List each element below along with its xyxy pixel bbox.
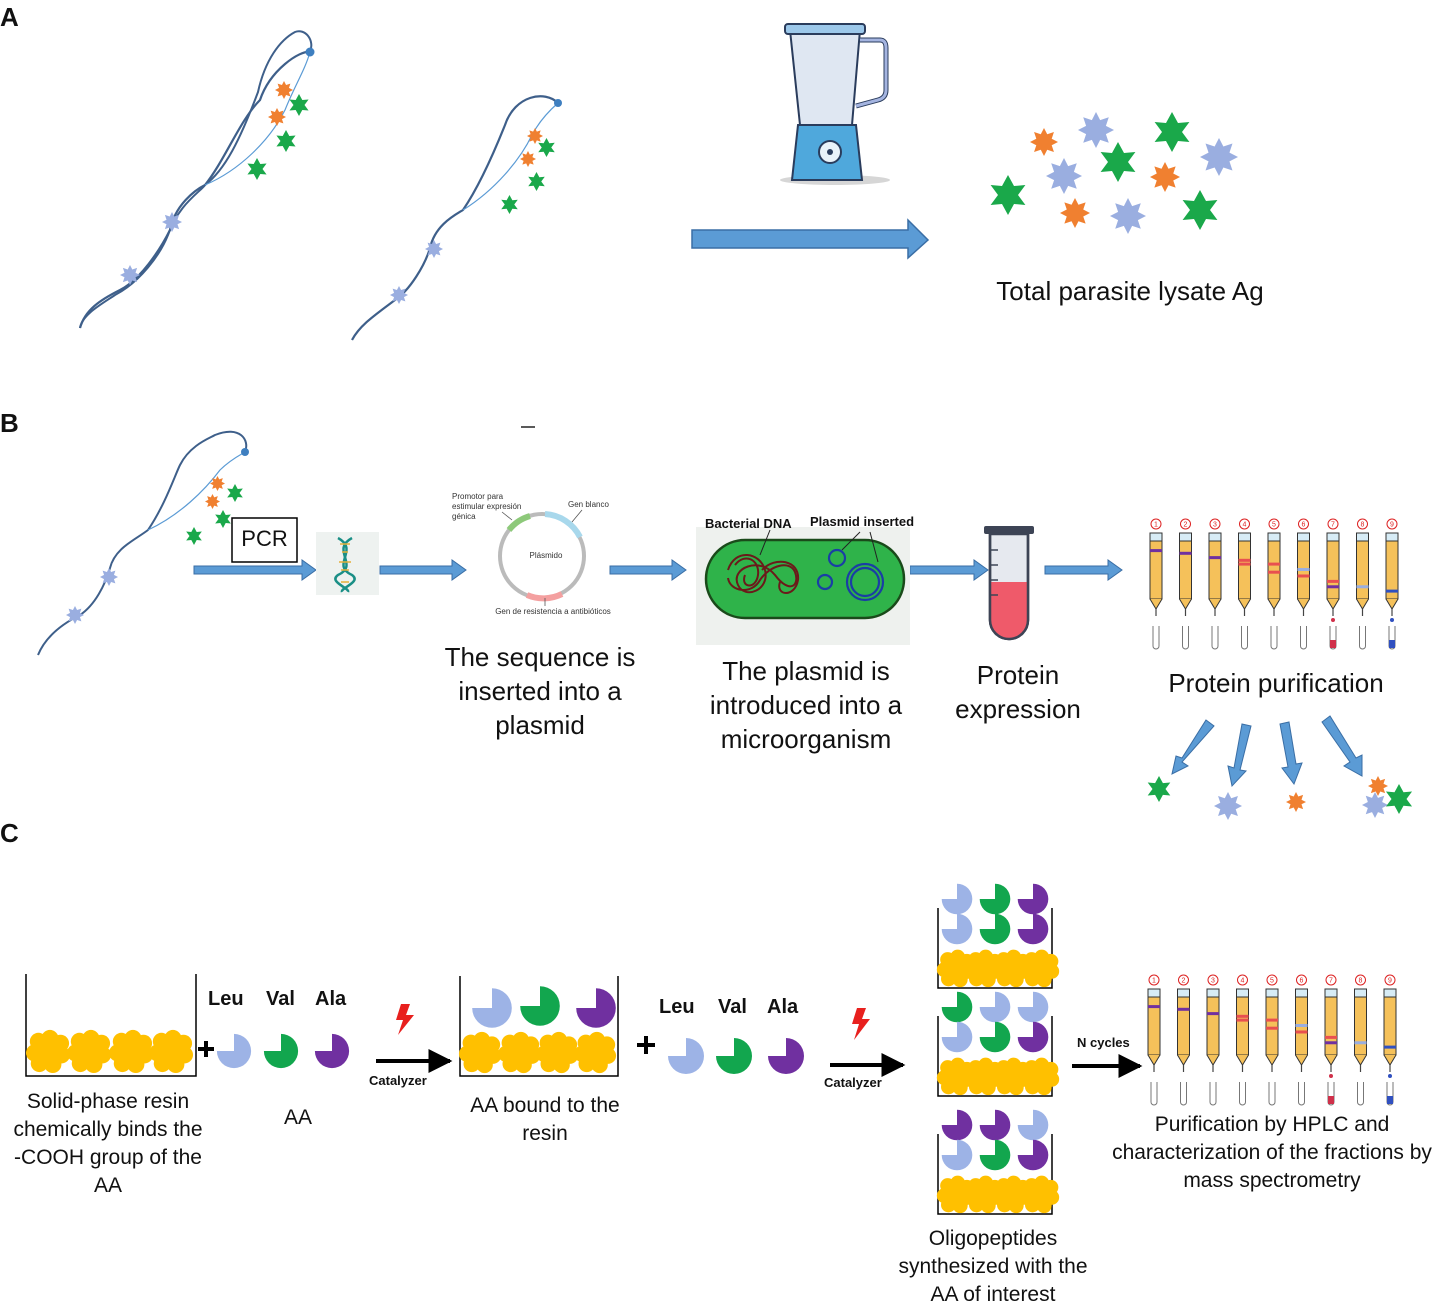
lysate-caption: Total parasite lysate Ag <box>996 276 1264 306</box>
blender-icon <box>780 23 890 185</box>
column: 4 <box>1238 518 1251 650</box>
column: 1 <box>1149 518 1163 650</box>
step-plasmid-introduced: The plasmid is introduced into a microor… <box>709 656 903 754</box>
column: 8 <box>1354 974 1367 1106</box>
tube-number: 2 <box>1184 522 1188 529</box>
aa-label-ala: Ala <box>315 988 347 1010</box>
parasite-icon <box>351 95 559 341</box>
chromatography-columns-icon: 1 2 3 4 5 6 7 8 9 <box>1149 518 1399 650</box>
panel-letter-a: A <box>0 2 19 32</box>
plus-sign <box>198 1041 214 1057</box>
resin-container <box>936 883 1060 989</box>
purified-antigens <box>1147 776 1413 820</box>
tube-number: 1 <box>1154 522 1158 529</box>
column: 4 <box>1236 974 1249 1106</box>
arrow-right <box>691 218 930 260</box>
amino-acid-shapes <box>668 1038 804 1074</box>
plasmid-inserted-label: Plasmid inserted <box>810 514 915 529</box>
lysate-antigens <box>990 112 1238 234</box>
tube-number: 8 <box>1359 978 1363 985</box>
amino-acid-shapes <box>216 1033 350 1069</box>
pcr-box <box>231 517 298 563</box>
step-protein-expression: Protein expression <box>955 660 1081 724</box>
tube-number: 1 <box>1152 978 1156 985</box>
lightning-icon <box>852 1008 870 1040</box>
panel-letter-c: C <box>0 818 19 848</box>
column: 6 <box>1295 974 1308 1106</box>
tube-number: 6 <box>1302 522 1306 529</box>
lightning-icon <box>396 1004 414 1035</box>
pcr-label: PCR <box>241 526 288 551</box>
tube-number: 4 <box>1243 522 1247 529</box>
resin-container <box>25 974 197 1077</box>
caption-oligopeptides: Oligopeptides synthesized with the AA of… <box>898 1227 1088 1306</box>
column: 5 <box>1265 974 1279 1106</box>
column: 6 <box>1297 518 1310 650</box>
dna-helix-icon <box>316 532 379 595</box>
antigen-stars-a <box>120 81 555 304</box>
aa-label-val: Val <box>266 988 295 1010</box>
plasmid-name-label: Plásmido <box>529 551 563 560</box>
tube-number: 5 <box>1270 978 1274 985</box>
column: 7 <box>1324 974 1338 1106</box>
plasmid-promoter-label: Promotor para estimular expresión génica <box>452 492 522 521</box>
arrow-down <box>1171 715 1363 788</box>
tube-number: 3 <box>1211 978 1215 985</box>
column: 7 <box>1326 518 1340 650</box>
caption-resin: Solid-phase resin chemically binds the -… <box>13 1090 203 1197</box>
panel-letter-b: B <box>0 408 19 438</box>
bacterial-dna-label: Bacterial DNA <box>705 516 792 531</box>
step-sequence-inserted: The sequence is inserted into a plasmid <box>444 642 636 740</box>
resin-container <box>936 1109 1060 1215</box>
column: 2 <box>1177 974 1190 1106</box>
column: 1 <box>1147 974 1161 1106</box>
column: 2 <box>1179 518 1192 650</box>
aa-label-ala: Ala <box>767 996 799 1018</box>
tube-number: 9 <box>1390 522 1394 529</box>
aa-label-leu: Leu <box>208 988 244 1010</box>
tube-number: 4 <box>1241 978 1245 985</box>
plus-sign <box>637 1036 655 1054</box>
tube-number: 2 <box>1182 978 1186 985</box>
aa-label-leu: Leu <box>659 996 695 1018</box>
tube-number: 8 <box>1361 522 1365 529</box>
catalyzer-label: Catalyzer <box>369 1073 427 1088</box>
step-protein-purification: Protein purification <box>1168 668 1384 698</box>
column: 9 <box>1383 974 1397 1106</box>
parasite-icon <box>37 430 248 656</box>
test-tube-icon <box>984 526 1034 641</box>
bacterium-icon <box>696 527 910 645</box>
tube-number: 7 <box>1331 522 1335 529</box>
column: 5 <box>1267 518 1281 650</box>
oligopeptide-containers <box>936 883 1060 1215</box>
catalyzer-label: Catalyzer <box>824 1075 882 1090</box>
chromatography-columns-icon: 1 2 3 4 5 6 7 8 9 <box>1147 974 1397 1106</box>
column: 9 <box>1385 518 1399 650</box>
tube-number: 5 <box>1272 522 1276 529</box>
resin-container <box>458 976 619 1077</box>
resin-container <box>936 991 1060 1097</box>
caption-aa-bound: AA bound to the resin <box>470 1094 620 1145</box>
n-cycles-label: N cycles <box>1077 1035 1130 1050</box>
column: 3 <box>1206 974 1220 1106</box>
tube-number: 3 <box>1213 522 1217 529</box>
plasmid-resistance-label: Gen de resistencia a antibióticos <box>495 607 611 616</box>
tube-number: 9 <box>1388 978 1392 985</box>
plasmid-icon <box>498 509 586 606</box>
tube-number: 6 <box>1300 978 1304 985</box>
caption-aa: AA <box>283 1106 312 1129</box>
caption-purification: Purification by HPLC and characterizatio… <box>1112 1113 1432 1192</box>
plasmid-target-gene-label: Gen blanco <box>568 500 609 509</box>
aa-label-val: Val <box>718 996 747 1018</box>
column: 3 <box>1208 518 1222 650</box>
tube-number: 7 <box>1329 978 1333 985</box>
arrow-right <box>193 559 1123 581</box>
column: 8 <box>1356 518 1369 650</box>
parasite-icon <box>78 30 313 329</box>
